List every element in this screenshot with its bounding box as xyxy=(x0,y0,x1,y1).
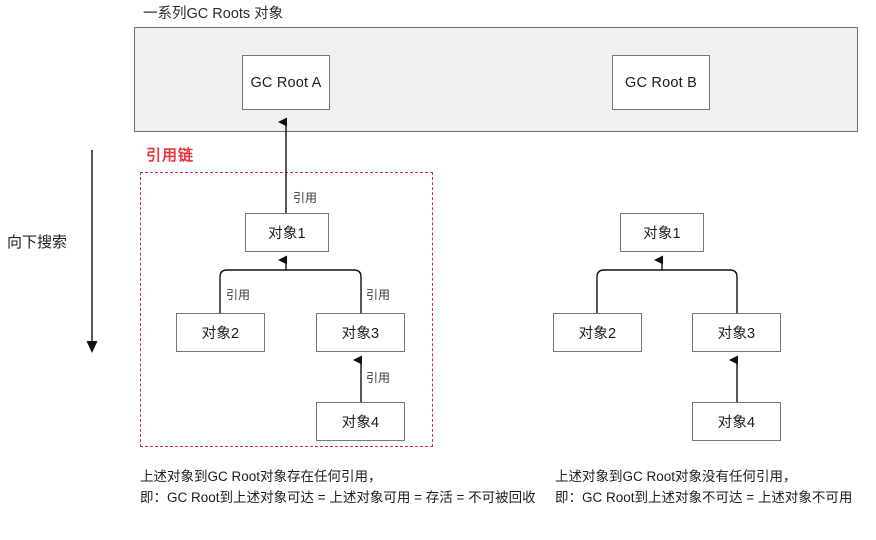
gc-roots-band-caption: 一系列GC Roots 对象 xyxy=(143,6,284,22)
gc-root-b-box[interactable]: GC Root B xyxy=(612,55,710,110)
downward-search-label: 向下搜索 xyxy=(7,234,68,251)
left-obj1-label: 对象1 xyxy=(268,226,306,242)
left-caption-line-1: 上述对象到GC Root对象存在任何引用， xyxy=(140,469,382,484)
left-edge-label-root-obj1: 引用 xyxy=(293,191,318,205)
left-group-caption: 上述对象到GC Root对象存在任何引用， 即：GC Root到上述对象可达 =… xyxy=(140,466,536,508)
right-obj4-box[interactable]: 对象4 xyxy=(692,402,781,441)
left-obj3-label: 对象3 xyxy=(341,326,380,342)
gc-root-a-box[interactable]: GC Root A xyxy=(242,55,330,110)
left-obj2-label: 对象2 xyxy=(201,326,240,342)
left-obj4-label: 对象4 xyxy=(341,415,380,431)
left-edge-label-obj3-obj4: 引用 xyxy=(366,371,391,385)
reference-chain-label: 引用链 xyxy=(146,147,195,164)
right-obj2-box[interactable]: 对象2 xyxy=(553,313,642,352)
left-caption-line-2: 即：GC Root到上述对象可达 = 上述对象可用 = 存活 = 不可被回收 xyxy=(140,490,536,505)
right-caption-line-1: 上述对象到GC Root对象没有任何引用， xyxy=(555,469,797,484)
left-edge-label-obj1-obj2: 引用 xyxy=(226,288,251,302)
left-obj1-box[interactable]: 对象1 xyxy=(245,213,329,252)
right-group-caption: 上述对象到GC Root对象没有任何引用， 即：GC Root到上述对象不可达 … xyxy=(555,466,852,508)
left-edge-label-obj1-obj3: 引用 xyxy=(366,288,391,302)
right-obj1-box[interactable]: 对象1 xyxy=(620,213,704,252)
left-obj4-box[interactable]: 对象4 xyxy=(316,402,405,441)
right-obj2-label: 对象2 xyxy=(578,326,617,342)
right-obj3-label: 对象3 xyxy=(717,326,756,342)
right-edge-obj2-to-obj1 xyxy=(596,269,662,313)
right-obj4-label: 对象4 xyxy=(717,415,756,431)
axis-down-arrowhead xyxy=(86,341,98,353)
right-caption-line-2: 即：GC Root到上述对象不可达 = 上述对象不可用 xyxy=(555,490,853,505)
right-obj3-box[interactable]: 对象3 xyxy=(692,313,781,352)
left-obj3-box[interactable]: 对象3 xyxy=(316,313,405,352)
gc-root-a-label: GC Root A xyxy=(250,74,322,91)
right-obj1-label: 对象1 xyxy=(643,226,681,242)
gc-root-b-label: GC Root B xyxy=(625,74,697,91)
left-obj2-box[interactable]: 对象2 xyxy=(176,313,265,352)
right-edge-obj3-to-obj1 xyxy=(662,269,738,313)
